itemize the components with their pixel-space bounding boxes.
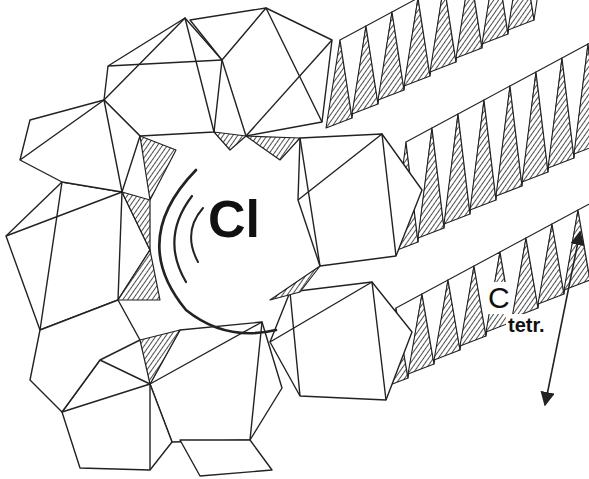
tetrahedron [522, 0, 548, 20]
tetrahedron [508, 0, 534, 30]
axis-label: C [486, 282, 512, 314]
channel-arcs [159, 170, 276, 333]
axis-subscript: tetr. [506, 314, 547, 336]
ion-label: Cl [206, 192, 262, 246]
axis-arrow [545, 232, 580, 405]
tetrahedra [118, 132, 320, 384]
tetrahedron [588, 30, 589, 144]
octahedra [6, 8, 422, 476]
tetrahedron [578, 196, 589, 280]
tetrahedron [574, 44, 589, 154]
